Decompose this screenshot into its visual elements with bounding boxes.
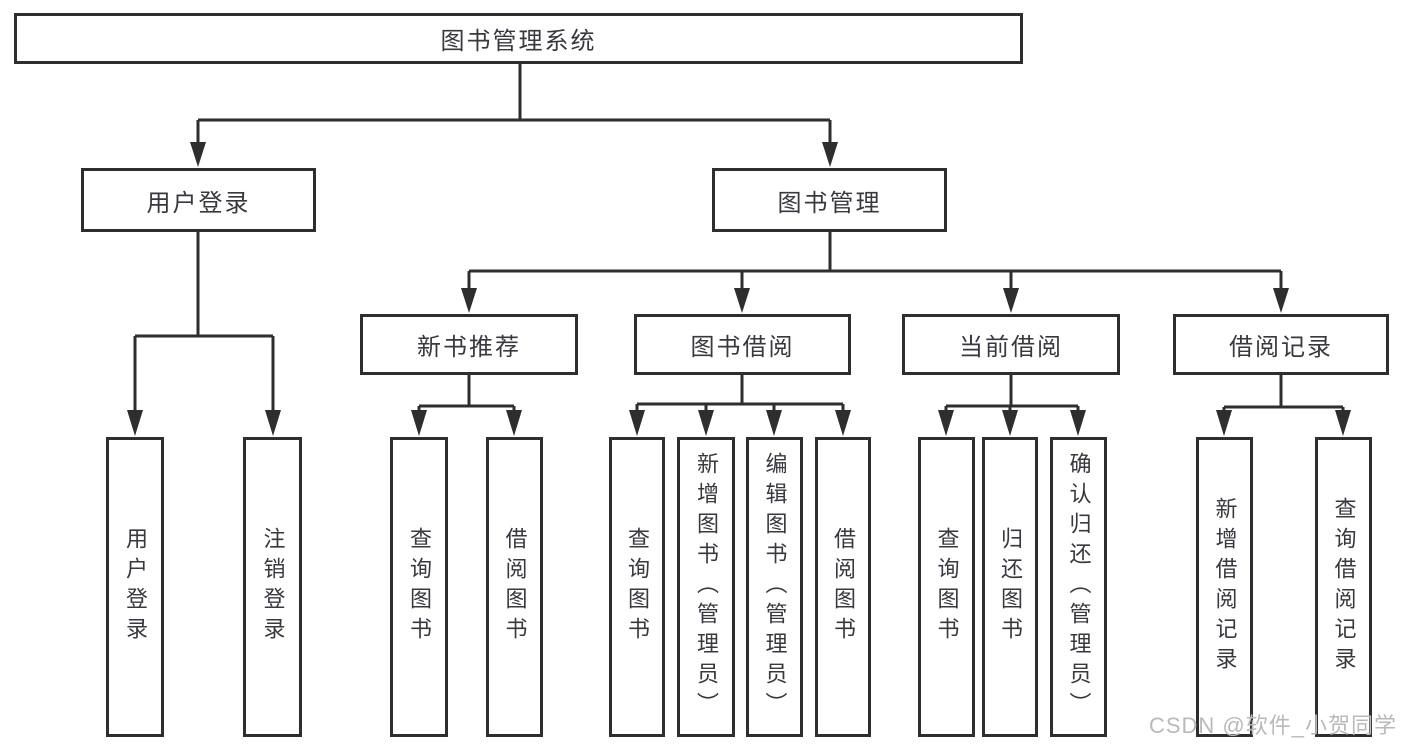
- node-label: 借阅记录: [1229, 334, 1333, 361]
- node-label: 查询图书: [407, 527, 432, 647]
- node-label: 查询图书: [934, 527, 960, 647]
- node-current-borrowing: 当前借阅: [902, 314, 1120, 375]
- leaf-query-books-current: 查询图书: [918, 437, 975, 737]
- node-label: 编辑图书（管理员）: [762, 452, 788, 722]
- connector-book-borrowing-children: [629, 375, 851, 436]
- node-label: 注销登录: [260, 527, 286, 647]
- node-label: 新增图书（管理员）: [694, 452, 719, 722]
- arrowhead-icon: [766, 410, 782, 436]
- leaf-return-books: 归还图书: [982, 437, 1038, 737]
- arrowhead-icon: [411, 410, 427, 436]
- arrowhead-icon: [506, 410, 522, 436]
- leaf-edit-books-admin: 编辑图书（管理员）: [746, 437, 803, 737]
- arrowhead-icon: [1070, 410, 1086, 436]
- node-label: 图书管理系统: [440, 28, 597, 55]
- arrowhead-icon: [265, 410, 281, 436]
- leaf-add-borrow-record: 新增借阅记录: [1196, 437, 1253, 737]
- arrowhead-icon: [1335, 410, 1351, 436]
- connector-current-borrowing-children: [938, 375, 1086, 436]
- arrowhead-icon: [127, 410, 143, 436]
- arrowhead-icon: [835, 410, 851, 436]
- arrowhead-icon: [938, 410, 954, 436]
- arrowhead-icon: [190, 142, 206, 167]
- node-label: 查询图书: [625, 527, 650, 647]
- connector-borrowing-records-children: [1216, 375, 1351, 436]
- leaf-borrow-books-recommend: 借阅图书: [486, 437, 543, 737]
- leaf-query-books-recommend: 查询图书: [390, 437, 448, 737]
- connector-root-to-level2: [190, 64, 838, 167]
- leaf-logout: 注销登录: [243, 437, 302, 737]
- node-label: 归还图书: [998, 527, 1023, 647]
- arrowhead-icon: [461, 288, 477, 313]
- leaf-query-borrow-record: 查询借阅记录: [1315, 437, 1372, 737]
- node-label: 图书管理: [777, 189, 882, 217]
- node-label: 新书推荐: [417, 334, 521, 361]
- arrowhead-icon: [822, 142, 838, 167]
- arrowhead-icon: [629, 410, 645, 436]
- node-label: 查询借阅记录: [1331, 497, 1357, 677]
- arrowhead-icon: [1003, 288, 1019, 313]
- connector-user-login-children: [127, 232, 281, 436]
- leaf-confirm-return-admin: 确认归还（管理员）: [1050, 437, 1107, 737]
- node-user-login: 用户登录: [81, 168, 316, 232]
- node-borrowing-records: 借阅记录: [1173, 314, 1389, 375]
- arrowhead-icon: [1216, 410, 1232, 436]
- leaf-query-books-borrowing: 查询图书: [609, 437, 665, 737]
- arrowhead-icon: [1002, 410, 1018, 436]
- node-label: 借阅图书: [831, 527, 856, 647]
- node-new-book-recommend: 新书推荐: [360, 314, 578, 375]
- node-book-management: 图书管理: [712, 168, 947, 232]
- node-label: 借阅图书: [502, 527, 528, 647]
- connector-new-book-recommend-children: [411, 375, 522, 436]
- arrowhead-icon: [1273, 288, 1289, 313]
- node-book-borrowing: 图书借阅: [634, 314, 851, 375]
- leaf-user-login: 用户登录: [106, 437, 164, 737]
- node-label: 确认归还（管理员）: [1066, 452, 1092, 722]
- node-label: 用户登录: [123, 527, 148, 647]
- connector-book-management-to-level3: [461, 232, 1289, 313]
- leaf-borrow-books-borrowing: 借阅图书: [815, 437, 871, 737]
- node-label: 图书借阅: [690, 334, 795, 361]
- node-label: 用户登录: [146, 189, 251, 217]
- node-root-system: 图书管理系统: [14, 13, 1023, 64]
- arrowhead-icon: [698, 410, 714, 436]
- node-label: 当前借阅: [959, 334, 1063, 361]
- leaf-add-books-admin: 新增图书（管理员）: [677, 437, 735, 737]
- csdn-watermark: CSDN @软件_小贺同学: [1148, 713, 1397, 738]
- arrowhead-icon: [734, 288, 750, 313]
- node-label: 新增借阅记录: [1212, 497, 1238, 677]
